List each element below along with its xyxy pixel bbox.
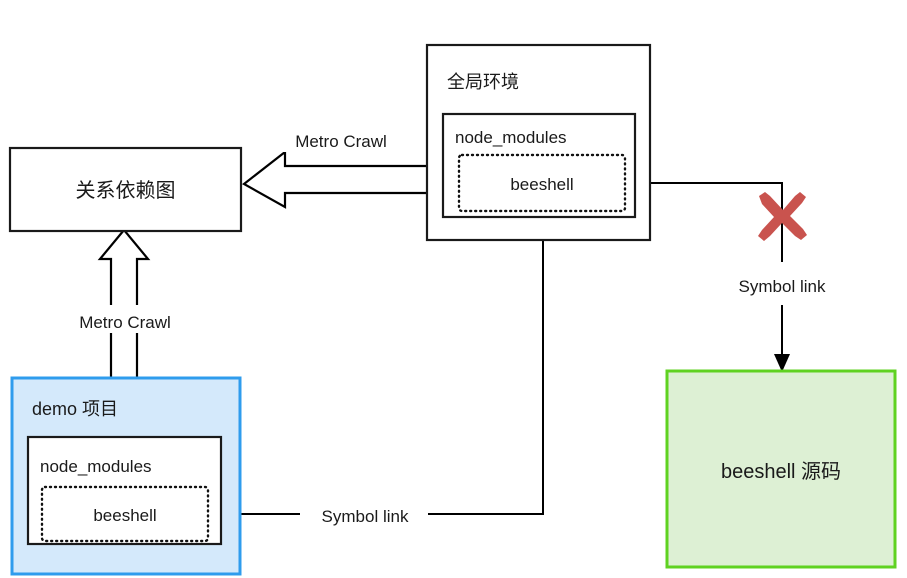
red-x-shape: [758, 192, 807, 241]
node-global-env[interactable]: 全局环境 node_modules beeshell: [425, 43, 652, 242]
node-demo-project-label: demo 项目: [32, 399, 118, 419]
node-global-node-modules-label: node_modules: [455, 128, 567, 147]
label-metro-crawl-left-text: Metro Crawl: [79, 313, 171, 332]
label-metro-crawl-left-bg: [60, 307, 190, 333]
node-demo-node-modules-box[interactable]: [26, 435, 223, 546]
node-beeshell-source[interactable]: beeshell 源码: [665, 369, 897, 569]
node-dependency-graph-label: 关系依赖图: [76, 179, 176, 202]
edge-segment-right: [428, 222, 544, 515]
node-global-beeshell-box[interactable]: [457, 153, 627, 213]
node-global-node-modules-box[interactable]: [441, 112, 637, 219]
node-demo-project[interactable]: demo 项目 node_modules beeshell: [10, 376, 242, 576]
label-symbol-link-bottom: Symbol link: [304, 503, 426, 527]
node-beeshell-source-box[interactable]: [665, 369, 897, 569]
label-symbol-link-right-bg: [722, 273, 842, 297]
label-metro-crawl-top-bg: [277, 128, 405, 152]
node-demo-beeshell-label: beeshell: [93, 506, 156, 525]
edge-global-beeshell-to-source: [625, 182, 790, 372]
node-dependency-graph-box[interactable]: [8, 146, 243, 233]
label-symbol-link-right: Symbol link: [722, 273, 842, 297]
arrowhead-down-icon: [774, 354, 790, 372]
node-dependency-graph[interactable]: 关系依赖图: [8, 146, 243, 233]
node-demo-beeshell-box[interactable]: [40, 485, 210, 543]
label-symbol-link-bottom-bg: [304, 503, 426, 527]
block-arrow-up-head: [97, 228, 151, 305]
node-global-beeshell-label: beeshell: [510, 175, 573, 194]
edge-demo-beeshell-to-global-beeshell: [208, 208, 550, 515]
label-metro-crawl-top-text: Metro Crawl: [295, 132, 387, 151]
edge-segment-upper: [625, 182, 783, 262]
label-metro-crawl-left: Metro Crawl: [60, 307, 190, 333]
label-symbol-link-bottom-text: Symbol link: [322, 507, 409, 526]
label-symbol-link-right-text: Symbol link: [739, 277, 826, 296]
node-demo-node-modules-label: node_modules: [40, 457, 152, 476]
node-beeshell-source-label: beeshell 源码: [721, 460, 841, 483]
label-metro-crawl-top: Metro Crawl: [277, 128, 405, 152]
broken-link-cross-icon: [758, 192, 807, 241]
node-global-env-label: 全局环境: [447, 72, 519, 92]
